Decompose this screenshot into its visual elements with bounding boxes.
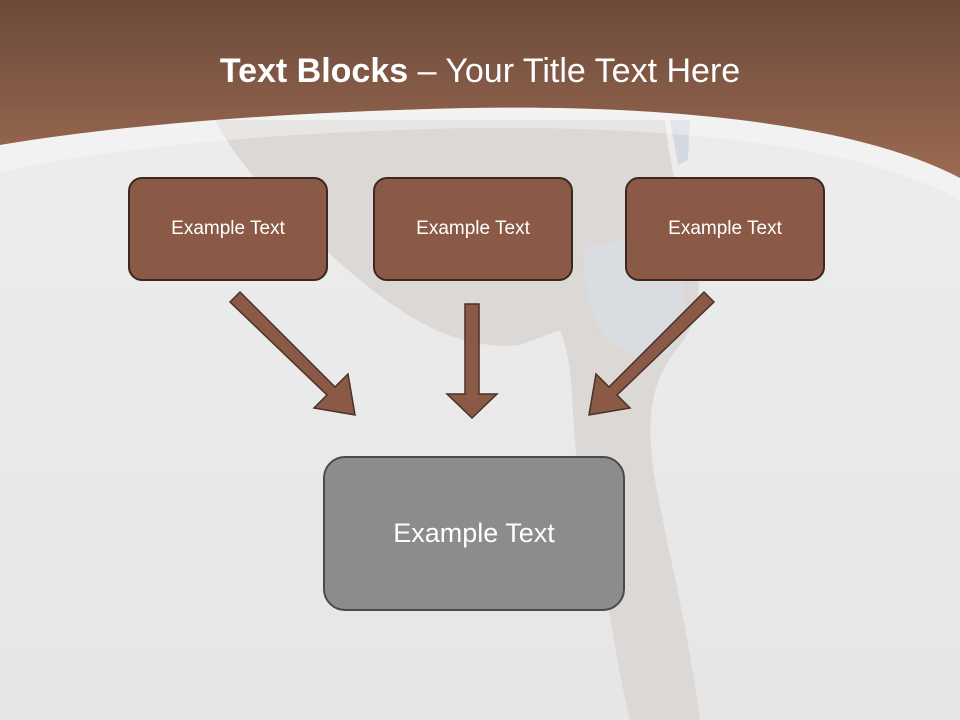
title-rest: Your Title Text Here [445,52,741,90]
text-block-2[interactable]: Example Text [373,177,573,281]
text-block-3-label: Example Text [668,218,782,239]
header-band [0,0,960,178]
text-block-1-label: Example Text [171,218,285,239]
text-block-1[interactable]: Example Text [128,177,328,281]
title-bold: Text Blocks [219,52,409,90]
title-dash: – [408,52,446,90]
text-block-3[interactable]: Example Text [625,177,825,281]
text-block-2-label: Example Text [416,218,530,239]
target-block[interactable]: Example Text [323,456,625,611]
dancer-photo [215,120,700,720]
header-highlight-curve [0,107,960,200]
slide-title: Text Blocks – Your Title Text Here [0,52,960,91]
target-block-label: Example Text [393,518,555,548]
